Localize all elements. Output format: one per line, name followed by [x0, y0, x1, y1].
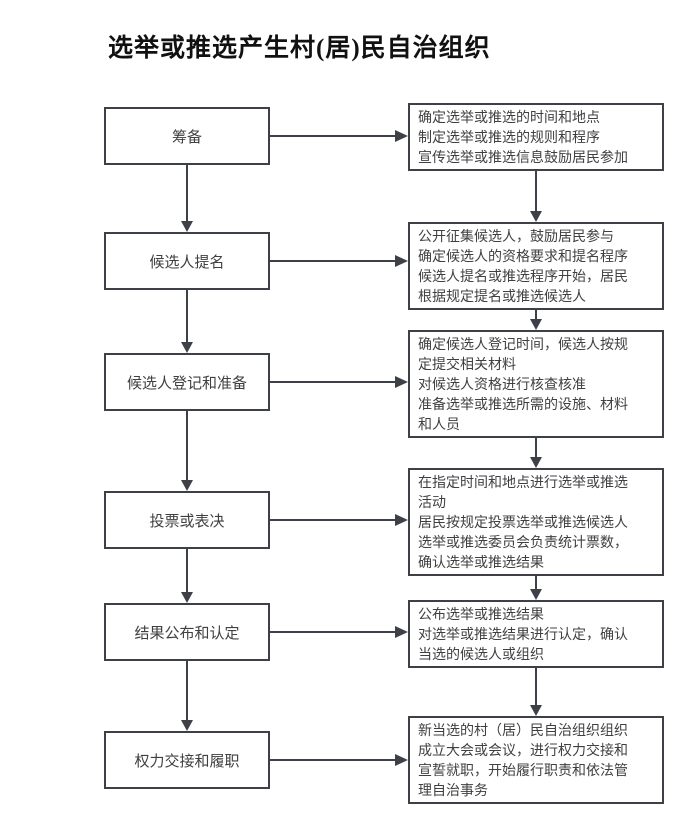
arrow-line-right-6 — [270, 759, 396, 761]
arrow-head-right-3 — [395, 376, 408, 388]
arrow-line-right-1 — [270, 135, 396, 137]
detail-text-nomination: 公开征集候选人，鼓励居民参与 确定候选人的资格要求和提名程序 候选人提名或推选程… — [418, 228, 628, 304]
arrow-head-down-stage-1-2 — [181, 221, 193, 232]
arrow-head-down-detail-4-5 — [530, 589, 542, 600]
arrow-line-down-detail-1-2 — [535, 171, 537, 211]
arrow-head-down-detail-1-2 — [530, 211, 542, 222]
stage-label-preparation: 筹备 — [171, 128, 202, 146]
detail-box-preparation: 确定选举或推选的时间和地点 制定选举或推选的规则和程序 宣传选举或推选信息鼓励居… — [408, 103, 664, 171]
arrow-line-right-3 — [270, 381, 396, 383]
arrow-head-down-stage-4-5 — [181, 592, 193, 603]
stage-label-handover: 权力交接和履职 — [134, 752, 240, 770]
page-title: 选举或推选产生村(居)民自治组织 — [108, 35, 491, 62]
arrow-line-right-2 — [270, 260, 396, 262]
arrow-head-right-5 — [395, 626, 408, 638]
detail-box-nomination: 公开征集候选人，鼓励居民参与 确定候选人的资格要求和提名程序 候选人提名或推选程… — [408, 222, 664, 310]
arrow-head-down-stage-2-3 — [181, 342, 193, 353]
arrow-line-down-stage-5-6 — [186, 661, 188, 720]
arrow-line-down-stage-2-3 — [186, 290, 188, 342]
arrow-head-down-detail-2-3 — [530, 319, 542, 330]
stage-label-nomination: 候选人提名 — [149, 253, 225, 271]
detail-text-results: 公布选举或推选结果 对选举或推选结果进行认定，确认 当选的候选人或组织 — [418, 606, 628, 662]
stage-box-preparation: 筹备 — [104, 107, 270, 165]
stage-box-handover: 权力交接和履职 — [104, 731, 270, 789]
arrow-line-down-detail-2-3 — [535, 310, 537, 319]
arrow-head-down-detail-5-6 — [530, 705, 542, 716]
arrow-line-right-4 — [270, 519, 396, 521]
stage-box-voting: 投票或表决 — [104, 491, 270, 549]
stage-label-registration: 候选人登记和准备 — [126, 374, 247, 392]
arrow-head-down-stage-3-4 — [181, 480, 193, 491]
stage-label-voting: 投票或表决 — [149, 512, 225, 530]
stage-box-nomination: 候选人提名 — [104, 232, 270, 290]
arrow-line-down-stage-3-4 — [186, 411, 188, 480]
arrow-head-right-1 — [395, 130, 408, 142]
detail-box-results: 公布选举或推选结果 对选举或推选结果进行认定，确认 当选的候选人或组织 — [408, 600, 664, 668]
detail-text-registration: 确定候选人登记时间，候选人按规 定提交相关材料 对候选人资格进行核查核准 准备选… — [418, 336, 628, 432]
stage-label-results: 结果公布和认定 — [134, 624, 240, 642]
detail-box-voting: 在指定时间和地点进行选举或推选 活动 居民按规定投票选举或推选候选人 选举或推选… — [408, 468, 664, 576]
arrow-head-right-6 — [395, 754, 408, 766]
detail-box-handover: 新当选的村（居）民自治组织组织 成立大会或会议，进行权力交接和 宣誓就职，开始履… — [408, 716, 664, 804]
arrow-head-down-detail-3-4 — [530, 457, 542, 468]
arrow-head-right-4 — [395, 514, 408, 526]
arrow-head-right-2 — [395, 255, 408, 267]
stage-box-registration: 候选人登记和准备 — [104, 353, 270, 411]
detail-text-preparation: 确定选举或推选的时间和地点 制定选举或推选的规则和程序 宣传选举或推选信息鼓励居… — [418, 109, 628, 165]
arrow-head-down-stage-5-6 — [181, 720, 193, 731]
arrow-line-down-detail-5-6 — [535, 668, 537, 705]
arrow-line-down-stage-1-2 — [186, 165, 188, 221]
arrow-line-down-stage-4-5 — [186, 549, 188, 592]
detail-text-handover: 新当选的村（居）民自治组织组织 成立大会或会议，进行权力交接和 宣誓就职，开始履… — [418, 722, 628, 798]
detail-box-registration: 确定候选人登记时间，候选人按规 定提交相关材料 对候选人资格进行核查核准 准备选… — [408, 330, 664, 438]
arrow-line-right-5 — [270, 631, 396, 633]
arrow-line-down-detail-3-4 — [535, 438, 537, 457]
arrow-line-down-detail-4-5 — [535, 576, 537, 589]
detail-text-voting: 在指定时间和地点进行选举或推选 活动 居民按规定投票选举或推选候选人 选举或推选… — [418, 474, 628, 570]
stage-box-results: 结果公布和认定 — [104, 603, 270, 661]
